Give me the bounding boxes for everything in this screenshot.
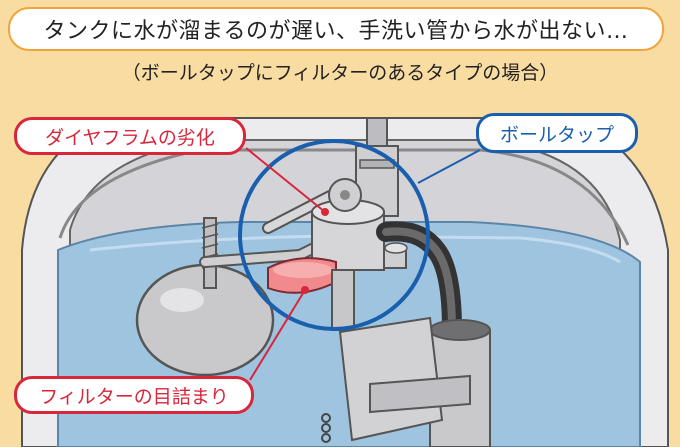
float-ball-highlight xyxy=(160,288,204,312)
page-subtitle: （ボールタップにフィルターのあるタイプの場合） xyxy=(121,62,559,84)
chain xyxy=(321,413,331,443)
flush-valve xyxy=(338,316,444,442)
ball-tap-label: ボールタップ xyxy=(476,113,638,153)
float-rod xyxy=(203,217,217,289)
callout-line-diaphragm xyxy=(245,147,326,213)
highlight-circle xyxy=(238,139,430,331)
valve-cap xyxy=(366,117,388,147)
page-title: タンクに水が溜まるのが遅い、手洗い管から水が出ない… xyxy=(8,7,664,51)
filter-label: フィルターの目詰まり xyxy=(14,376,254,414)
tank-lip xyxy=(58,148,630,246)
diaphragm-label: ダイヤフラムの劣化 xyxy=(14,117,246,155)
valve-stem xyxy=(331,269,355,331)
callout-line-balltap xyxy=(417,149,481,184)
callout-line-filter xyxy=(249,289,306,381)
